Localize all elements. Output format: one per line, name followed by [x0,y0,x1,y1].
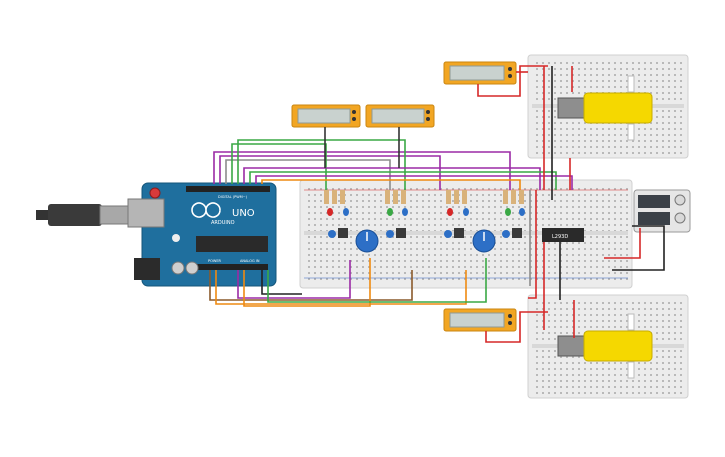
analog-header-label: ANALOG IN [240,259,260,263]
arduino-model-label: UNO [232,208,255,219]
lcd-display-3 [443,61,517,85]
resistors [324,190,524,204]
motor-driver-chip: L293D [542,228,584,242]
reset-button [149,187,161,199]
dc-motor-bottom [557,313,653,379]
power-supply [633,189,691,233]
leds [327,208,525,216]
digital-header-label: DIGITAL (PWM~) [218,195,248,199]
digital-header [186,186,270,192]
push-buttons [328,228,522,238]
atmega-chip [196,236,268,252]
power-jack [134,258,160,280]
lcd-display-1 [291,104,361,128]
analog-header [196,264,268,270]
wires [209,65,665,343]
lcd-display-2 [365,104,435,128]
dc-motor-top [557,75,653,141]
potentiometers [355,229,496,253]
arduino-brand-label: ARDUINO [211,220,235,226]
usb-cable [36,204,131,226]
power-header-label: POWER [208,259,222,263]
lcd-display-4 [443,308,517,332]
motor-driver-label: L293D [552,234,568,240]
usb-port [127,198,165,228]
arduino-uno-board: ARDUINO UNO DIGITAL (PWM~) POWER ANALOG … [127,182,277,287]
